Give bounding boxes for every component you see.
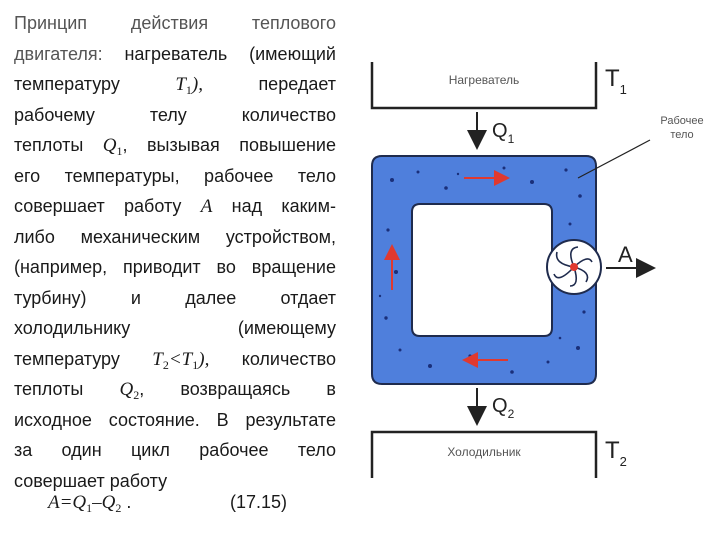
text-line-15: за один цикл рабочее тело: [14, 440, 336, 460]
t2-label: T2: [605, 437, 627, 469]
text-line-16: совершает работу: [14, 470, 168, 491]
turbine-icon: [546, 239, 602, 295]
t1-letter: T: [605, 65, 620, 92]
heater-label: Нагреватель: [449, 73, 520, 87]
text-line-7: совершает работу A над каким-: [14, 196, 336, 217]
description-text: Принцип действия теплового двигателя: на…: [14, 8, 336, 496]
working-body-label-line1: Рабочее: [660, 115, 703, 127]
equation-number: (17.15): [230, 492, 288, 512]
formula-expression: A=Q1–Q2: [48, 492, 122, 515]
q2-letter: Q: [492, 395, 508, 417]
text-line-6: его температуры, рабочее тело: [14, 165, 336, 186]
text-line-5: теплоты Q1, вызывая повышение: [14, 135, 336, 158]
text-line-4: рабочему телу количество: [14, 104, 336, 125]
working-body-speckles: [378, 166, 586, 374]
t2-letter: T: [605, 437, 620, 464]
t1-index: 1: [620, 82, 627, 97]
text-line-13: теплоты Q2, возвращаясь в: [14, 379, 336, 402]
cooler-reservoir: Холодильник: [370, 430, 598, 478]
text-line-8: либо механическим устройством,: [14, 226, 336, 247]
cooler-outline: [370, 430, 598, 478]
t1-label: T1: [605, 65, 627, 97]
formula: A=Q1–Q2 . (17.15): [48, 492, 287, 516]
text-line-2: двигателя: нагреватель (имеющий: [14, 43, 336, 64]
text-line-11: холодильнику (имеющему: [14, 318, 336, 338]
work-label: A: [618, 242, 633, 267]
text-line-9: (например, приводит во вращение: [14, 257, 336, 277]
q1-letter: Q: [492, 120, 508, 142]
working-body: [371, 155, 597, 385]
text-line-3: температуру T1), передает: [14, 74, 336, 97]
q2-index: 2: [508, 407, 515, 421]
text-line-10: турбину) и далее отдает: [14, 287, 336, 308]
q2-label: Q2: [492, 395, 515, 421]
text-line-1: Принцип действия теплового: [14, 13, 336, 33]
q1-index: 1: [508, 132, 515, 146]
working-body-label-line2: тело: [670, 129, 693, 141]
heater-outline: [370, 62, 598, 110]
q1-label: Q1: [492, 120, 515, 146]
formula-period: .: [126, 492, 132, 512]
heater-reservoir: Нагреватель: [370, 62, 598, 110]
t2-index: 2: [620, 454, 627, 469]
cooler-label: Холодильник: [447, 445, 521, 459]
text-line-12: температуру T2<T1), количество: [14, 348, 336, 372]
working-body-pointer: [577, 139, 651, 179]
text-line-14: исходное состояние. В результате: [14, 409, 336, 430]
